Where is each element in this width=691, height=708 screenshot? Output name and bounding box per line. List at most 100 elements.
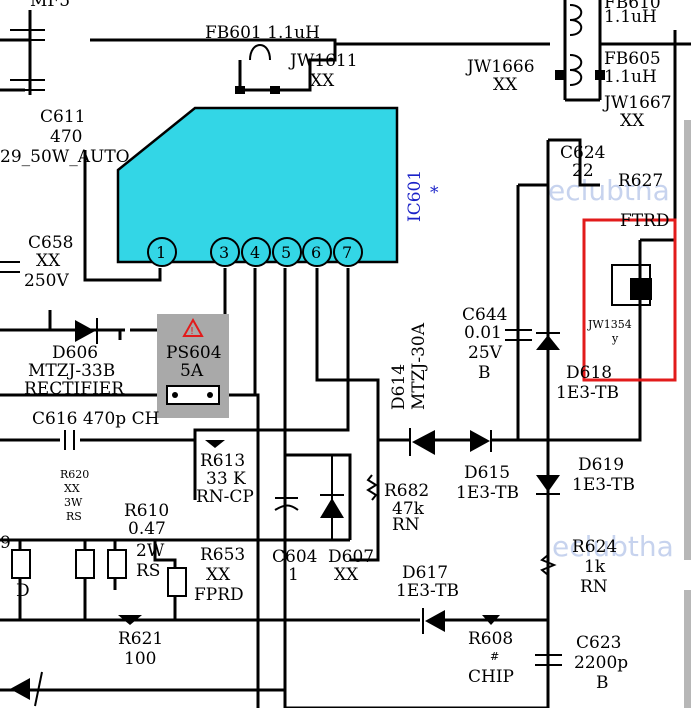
label-left-partial-a: 9 bbox=[0, 533, 11, 553]
ic-ref: IC601 bbox=[405, 170, 425, 222]
warning-triangle-icon bbox=[182, 317, 204, 337]
label-d618: D618 bbox=[566, 363, 612, 383]
label-r620-val: XX bbox=[64, 482, 80, 495]
label-r620: R620 bbox=[60, 468, 89, 481]
highlight-box bbox=[582, 218, 677, 382]
label-jw1611-val: XX bbox=[310, 71, 335, 91]
label-fb610: FB610 bbox=[604, 0, 661, 13]
r613-resistor bbox=[205, 440, 225, 448]
label-fb601: FB601 1.1uH bbox=[205, 23, 320, 43]
label-r620-w: 3W bbox=[64, 496, 83, 509]
ic-pin-5-label: 5 bbox=[281, 243, 291, 262]
label-r608-val: # bbox=[490, 650, 499, 663]
label-d617-val: 1E3-TB bbox=[396, 581, 459, 601]
label-c623: C623 bbox=[576, 633, 621, 653]
d606-diode bbox=[75, 318, 98, 344]
label-d618-val: 1E3-TB bbox=[556, 383, 619, 403]
c611-capacitor bbox=[10, 29, 45, 91]
label-d606-val: MTZJ-33B bbox=[28, 361, 115, 381]
label-d617: D617 bbox=[402, 563, 448, 583]
ic-pin-1 bbox=[147, 237, 177, 267]
label-r613: R613 bbox=[200, 451, 245, 471]
label-r624-val: 1k bbox=[584, 557, 606, 577]
label-jw1667-val: XX bbox=[620, 111, 645, 131]
label-jw1666-val: XX bbox=[493, 75, 518, 95]
ic-mark: * bbox=[430, 183, 439, 203]
label-c604-val: 1 bbox=[288, 565, 299, 585]
label-r610-w: 2W bbox=[136, 541, 165, 561]
label-d619-val: 1E3-TB bbox=[572, 475, 635, 495]
label-r608-type: CHIP bbox=[468, 667, 514, 687]
label-c623-val: 2200p bbox=[574, 653, 628, 673]
r682-resistor bbox=[366, 474, 378, 501]
label-r682-type: RN bbox=[392, 515, 420, 535]
r624-resistor bbox=[540, 554, 557, 576]
r608-resistor bbox=[482, 615, 500, 625]
label-r624: R624 bbox=[572, 537, 617, 557]
ic601-body: IC601 * bbox=[116, 106, 439, 264]
d619-diode bbox=[536, 475, 560, 495]
label-d614: D614 bbox=[389, 364, 409, 410]
page-edge bbox=[684, 120, 691, 560]
ic-pin-6-label: 6 bbox=[311, 243, 321, 262]
label-c624-val: 22 bbox=[572, 161, 594, 181]
label-d607-val: XX bbox=[334, 565, 359, 585]
d617-diode bbox=[422, 608, 445, 634]
label-r610-type: RS bbox=[136, 561, 160, 581]
label-r608: R608 bbox=[468, 629, 513, 649]
label-c623-code: B bbox=[596, 673, 609, 693]
resistor-blocks bbox=[11, 549, 187, 597]
label-r620-type: RS bbox=[66, 510, 82, 523]
label-ps604-val: 5A bbox=[180, 361, 204, 381]
label-fb605: FB605 bbox=[604, 49, 661, 69]
r621-resistor bbox=[118, 615, 142, 625]
label-c616: C616 470p CH bbox=[32, 409, 159, 429]
label-fb610-val: 1.1uH bbox=[604, 7, 657, 27]
c616-capacitor bbox=[64, 430, 75, 450]
label-c644-code: B bbox=[478, 363, 491, 383]
label-c644-val: 0.01 bbox=[464, 323, 502, 343]
label-d614-val: MTZJ-30A bbox=[409, 322, 429, 410]
label-d619: D619 bbox=[578, 455, 624, 475]
label-fb605-val: 1.1uH bbox=[604, 67, 657, 87]
d607-diode bbox=[320, 455, 344, 540]
label-d607: D607 bbox=[328, 547, 374, 567]
label-r682: R682 bbox=[384, 481, 429, 501]
label-top-left-partial: MF5 bbox=[30, 0, 70, 11]
label-c658-rating: 250V bbox=[24, 271, 69, 291]
label-c611-val: 470 bbox=[50, 127, 82, 147]
label-c611: C611 bbox=[40, 107, 85, 127]
label-r621: R621 bbox=[118, 629, 163, 649]
label-c658: C658 bbox=[28, 233, 73, 253]
ic-pin-1-label: 1 bbox=[156, 243, 166, 262]
ic-pin-7-label: 7 bbox=[342, 243, 352, 262]
label-c604: C604 bbox=[272, 547, 317, 567]
label-r624-type: RN bbox=[580, 577, 608, 597]
ic-pins: 1 3 4 5 6 7 bbox=[147, 237, 363, 267]
label-d615-val: 1E3-TB bbox=[456, 483, 519, 503]
fb605-inductor bbox=[555, 4, 605, 86]
label-r610: R610 bbox=[124, 501, 169, 521]
label-c611-rating: 29_50W_AUTO bbox=[0, 147, 130, 167]
label-r653: R653 bbox=[200, 545, 245, 565]
label-left-partial-b: D bbox=[16, 581, 30, 601]
label-d606-type: RECTIFIER bbox=[24, 379, 125, 399]
label-r682-val: 47k bbox=[392, 499, 425, 519]
label-r627-sub: FTRD bbox=[620, 211, 670, 231]
page-edge-lower bbox=[684, 590, 691, 708]
watermark-bottom: eclubtha bbox=[552, 530, 674, 563]
ic-pin-4-label: 4 bbox=[250, 243, 260, 262]
label-r627: R627 bbox=[618, 171, 663, 191]
label-c624: C624 bbox=[560, 143, 605, 163]
labels: MF5 FB601 1.1uH JW1611 XX JW1666 XX FB61… bbox=[0, 0, 672, 693]
label-c658-val: XX bbox=[36, 251, 61, 271]
label-jw1611: JW1611 bbox=[288, 51, 358, 71]
c623-capacitor bbox=[535, 654, 562, 666]
label-d615: D615 bbox=[464, 463, 510, 483]
label-c644-rating: 25V bbox=[468, 343, 503, 363]
d615-diode bbox=[470, 430, 492, 452]
ic-pin-6 bbox=[302, 237, 332, 267]
